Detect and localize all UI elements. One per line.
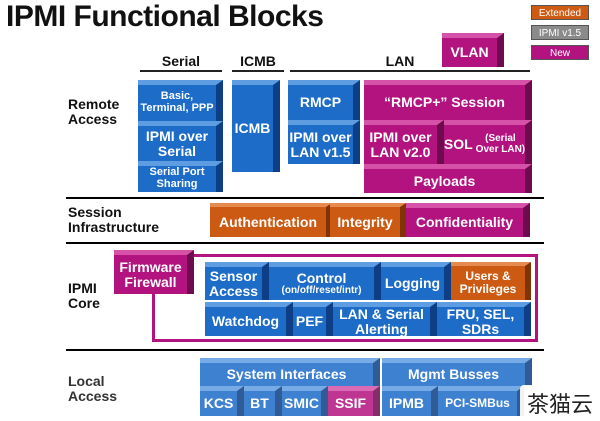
column-serial-line: [140, 70, 222, 72]
control-label: Control: [296, 269, 347, 286]
lan-serial-alerting-block: LAN & Serial Alerting: [333, 302, 437, 336]
column-icmb: ICMB: [240, 53, 276, 69]
row-label-local-access: Local Access: [68, 373, 118, 404]
firmware-firewall-block: Firmware Firewall: [114, 250, 194, 294]
watchdog-block: Watchdog: [205, 302, 293, 336]
bt-block: BT: [244, 386, 282, 416]
firmware-firewall-frame: [152, 254, 538, 342]
integrity-block: Integrity: [330, 203, 406, 237]
column-serial: Serial: [161, 53, 201, 69]
sol-detail: (Serial Over LAN): [475, 133, 526, 155]
legend-new: New: [531, 45, 589, 60]
kcs-block: KCS: [200, 386, 244, 416]
users-privileges-block: Users & Privileges: [451, 262, 531, 300]
ipmi-over-serial-block: IPMI over Serial: [138, 121, 223, 161]
vlan-block: VLAN: [442, 33, 504, 67]
sensor-access-block: Sensor Access: [205, 262, 269, 300]
system-interfaces-block: System Interfaces: [200, 358, 380, 386]
logging-block: Logging: [381, 262, 451, 300]
ipmi-over-lan-v20-block: IPMI over LAN v2.0: [364, 120, 444, 164]
legend-ipmi-v15: IPMI v1.5: [531, 25, 589, 40]
column-lan-line: [290, 70, 530, 72]
row-label-remote-access: Remote Access: [68, 96, 120, 127]
confidentiality-block: Confidentiality: [406, 203, 530, 237]
basic-terminal-ppp-block: Basic, Terminal, PPP: [138, 80, 223, 121]
fru-sel-sdrs-block: FRU, SEL, SDRs: [437, 302, 531, 336]
ssif-block: SSIF: [328, 386, 380, 416]
serial-port-sharing-block: Serial Port Sharing: [138, 161, 223, 192]
watermark: 茶猫云: [520, 385, 600, 421]
row-label-ipmi-core: IPMI Core: [68, 280, 100, 311]
legend-extended: Extended: [531, 5, 589, 20]
smic-block: SMIC: [282, 386, 328, 416]
control-block: Control (on/off/reset/intr): [269, 262, 381, 300]
sol-block: SOL(Serial Over LAN): [444, 120, 532, 164]
divider-session-core: [66, 242, 544, 244]
row-label-session-infrastructure: Session Infrastructure: [68, 204, 160, 235]
pci-smbus-block: PCI-SMBus: [438, 386, 524, 416]
sol-label: SOL: [443, 136, 473, 153]
column-lan: LAN: [385, 53, 415, 69]
pef-block: PEF: [293, 302, 333, 336]
rmcp-plus-session-block: “RMCP+” Session: [364, 80, 532, 120]
divider-core-local: [66, 349, 544, 351]
control-detail: (on/off/reset/intr): [281, 284, 362, 296]
ipmi-over-lan-v15-block: IPMI over LAN v1.5: [288, 120, 360, 164]
column-icmb-line: [232, 70, 284, 72]
ipmb-block: IPMB: [382, 386, 438, 416]
page-title: IPMI Functional Blocks: [6, 0, 324, 33]
rmcp-block: RMCP: [288, 80, 360, 120]
divider-remote-session: [66, 197, 544, 199]
payloads-block: Payloads: [364, 164, 532, 193]
authentication-block: Authentication: [210, 203, 332, 237]
icmb-block: ICMB: [232, 80, 280, 172]
mgmt-busses-block: Mgmt Busses: [382, 358, 532, 386]
